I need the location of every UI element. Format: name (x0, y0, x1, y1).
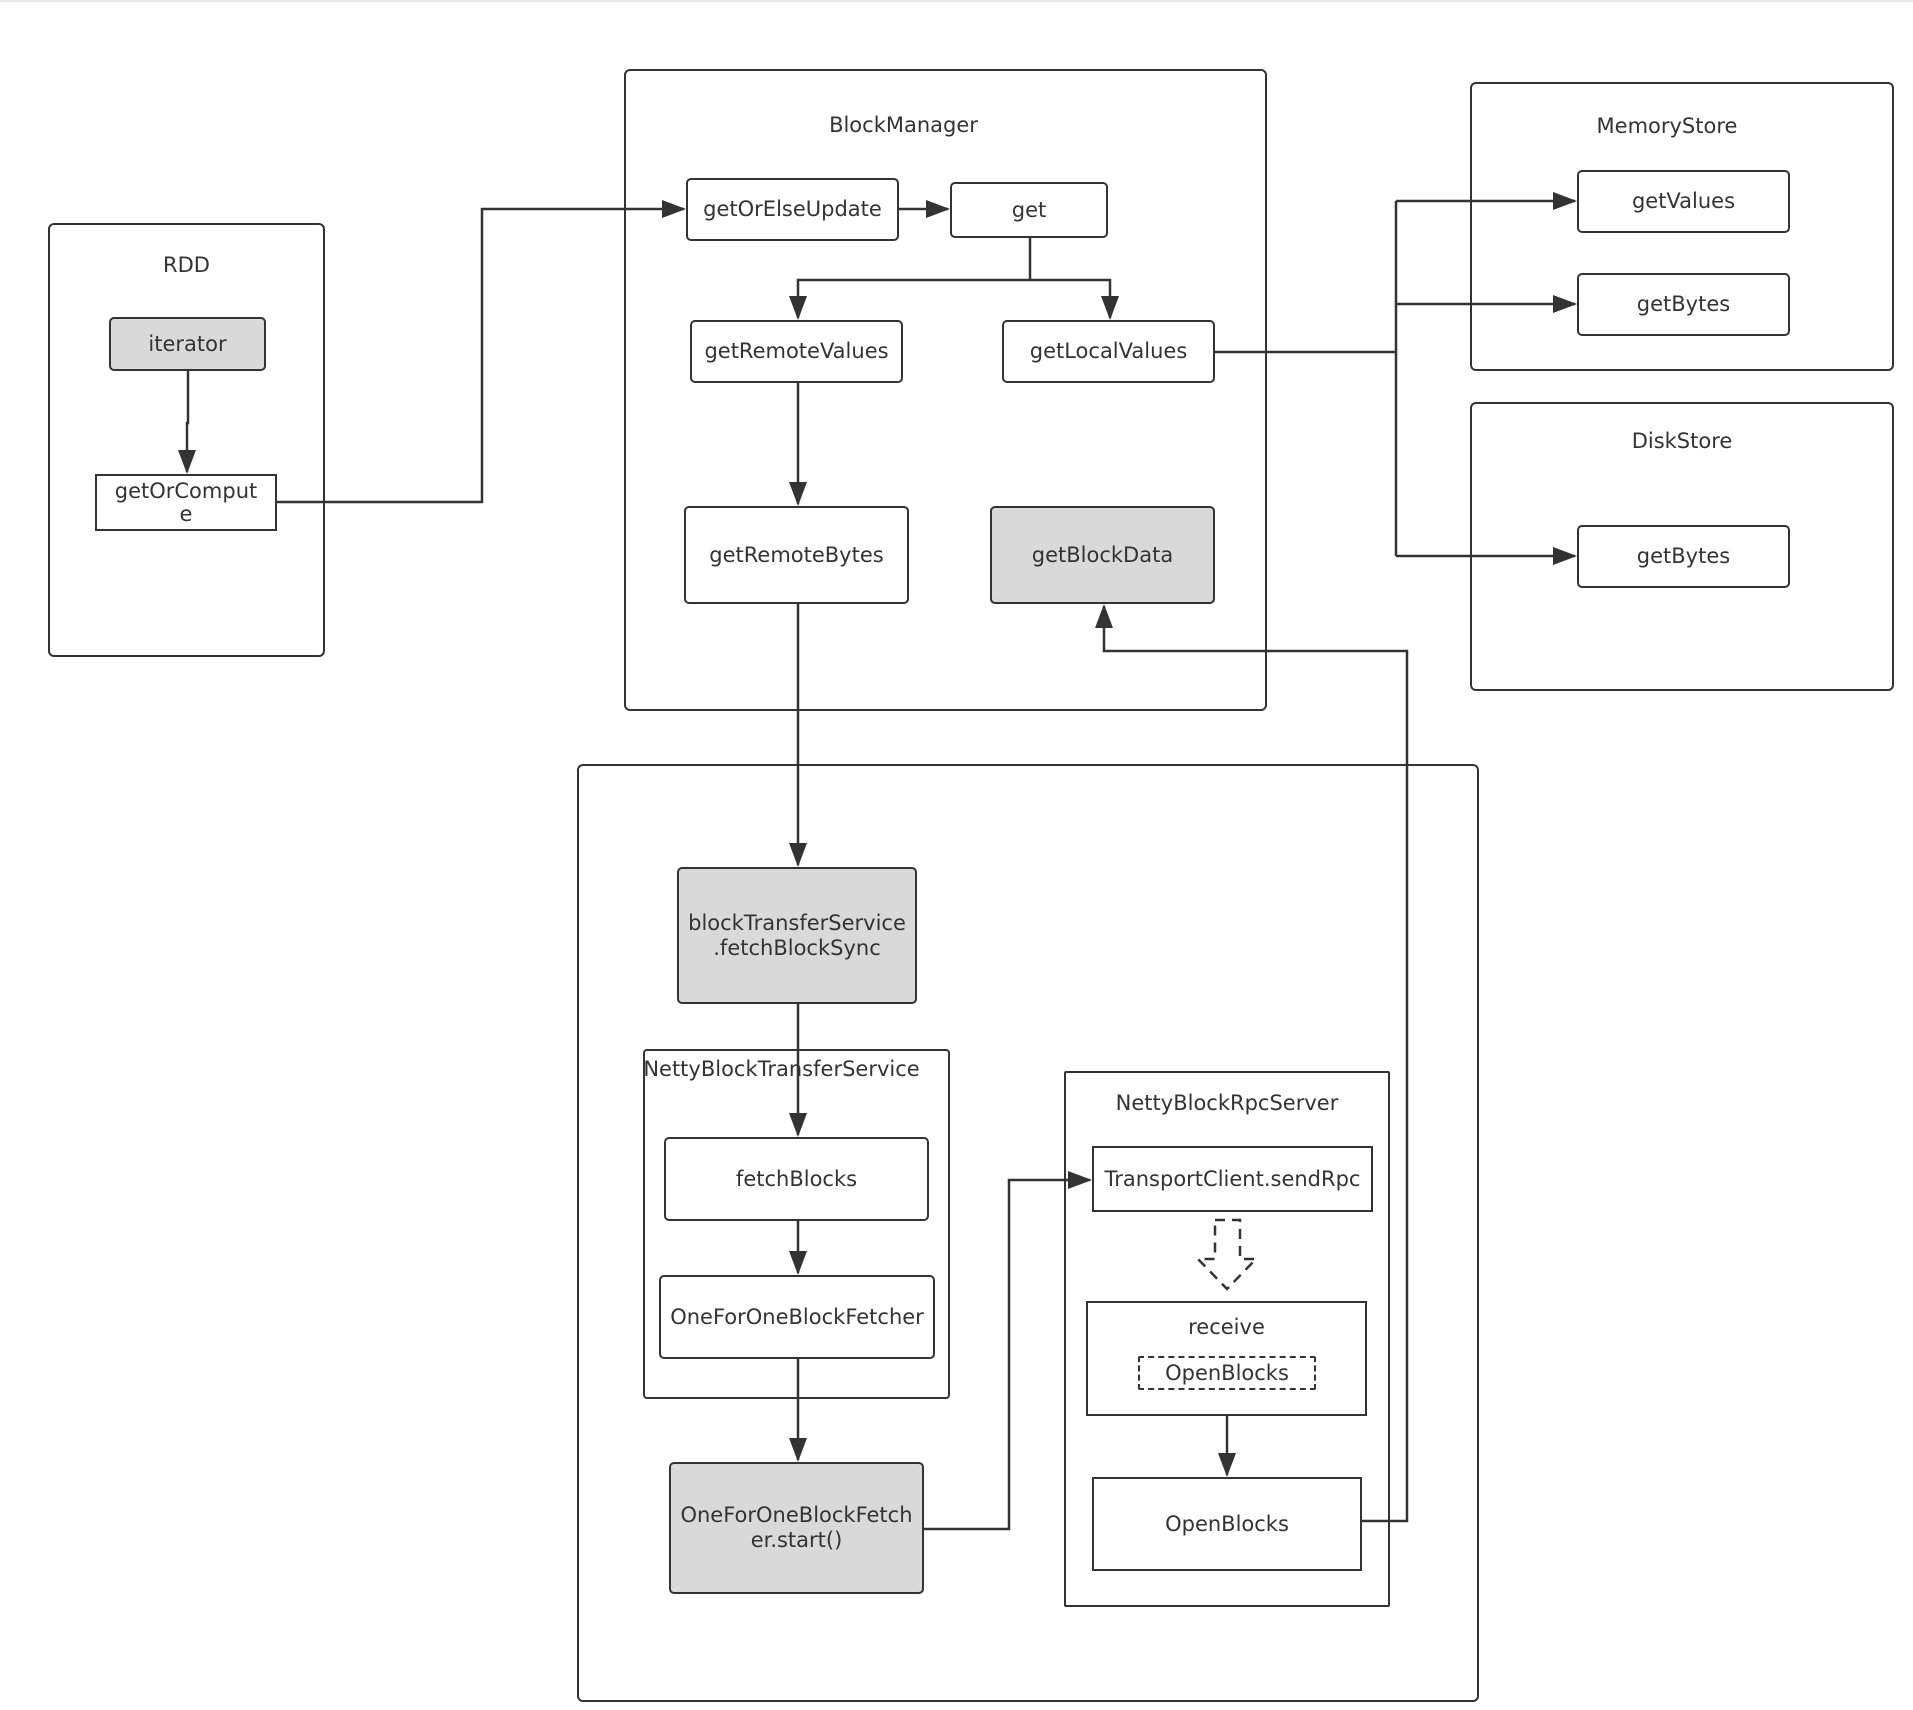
rdd-title: RDD (163, 253, 210, 277)
netty-block-transfer-service-title: NettyBlockTransferService (643, 1057, 920, 1081)
fetch-blocks-node[interactable]: fetchBlocks (664, 1137, 929, 1221)
disk-store-title: DiskStore (1631, 429, 1733, 453)
get-remote-values-node[interactable]: getRemoteValues (690, 320, 903, 383)
transfer-group-container (577, 764, 1479, 1702)
disk-store-container: DiskStore (1470, 402, 1894, 691)
netty-block-transfer-service-container: NettyBlockTransferService (643, 1049, 950, 1399)
open-blocks-node[interactable]: OpenBlocks (1092, 1477, 1362, 1571)
get-block-data-node[interactable]: getBlockData (990, 506, 1215, 604)
block-manager-container: BlockManager (624, 69, 1267, 711)
receive-label: receive (1188, 1315, 1265, 1339)
get-node[interactable]: get (950, 182, 1108, 238)
fetcher-start-node[interactable]: OneForOneBlockFetch er.start() (669, 1462, 924, 1594)
get-local-values-node[interactable]: getLocalValues (1002, 320, 1215, 383)
netty-block-rpc-server-title: NettyBlockRpcServer (1115, 1091, 1339, 1115)
receive-open-blocks-node[interactable]: OpenBlocks (1138, 1356, 1316, 1390)
disk-get-bytes-node[interactable]: getBytes (1577, 525, 1790, 588)
memory-store-container: MemoryStore (1470, 82, 1894, 371)
get-or-else-update-node[interactable]: getOrElseUpdate (686, 178, 899, 241)
get-remote-bytes-node[interactable]: getRemoteBytes (684, 506, 909, 604)
rdd-container: RDD (48, 223, 325, 657)
block-manager-title: BlockManager (829, 113, 978, 137)
memory-store-title: MemoryStore (1596, 114, 1738, 138)
memory-get-values-node[interactable]: getValues (1577, 170, 1790, 233)
fetch-block-sync-node[interactable]: blockTransferService .fetchBlockSync (677, 867, 917, 1004)
memory-get-bytes-node[interactable]: getBytes (1577, 273, 1790, 336)
top-divider (0, 0, 1913, 2)
iterator-node[interactable]: iterator (109, 317, 266, 371)
transport-client-send-rpc-node[interactable]: TransportClient.sendRpc (1092, 1146, 1373, 1212)
get-or-compute-node[interactable]: getOrComput e (95, 474, 277, 531)
arrow-get-or-compute-to-get-or-else-update (277, 200, 686, 504)
one-for-one-block-fetcher-node[interactable]: OneForOneBlockFetcher (659, 1275, 935, 1359)
